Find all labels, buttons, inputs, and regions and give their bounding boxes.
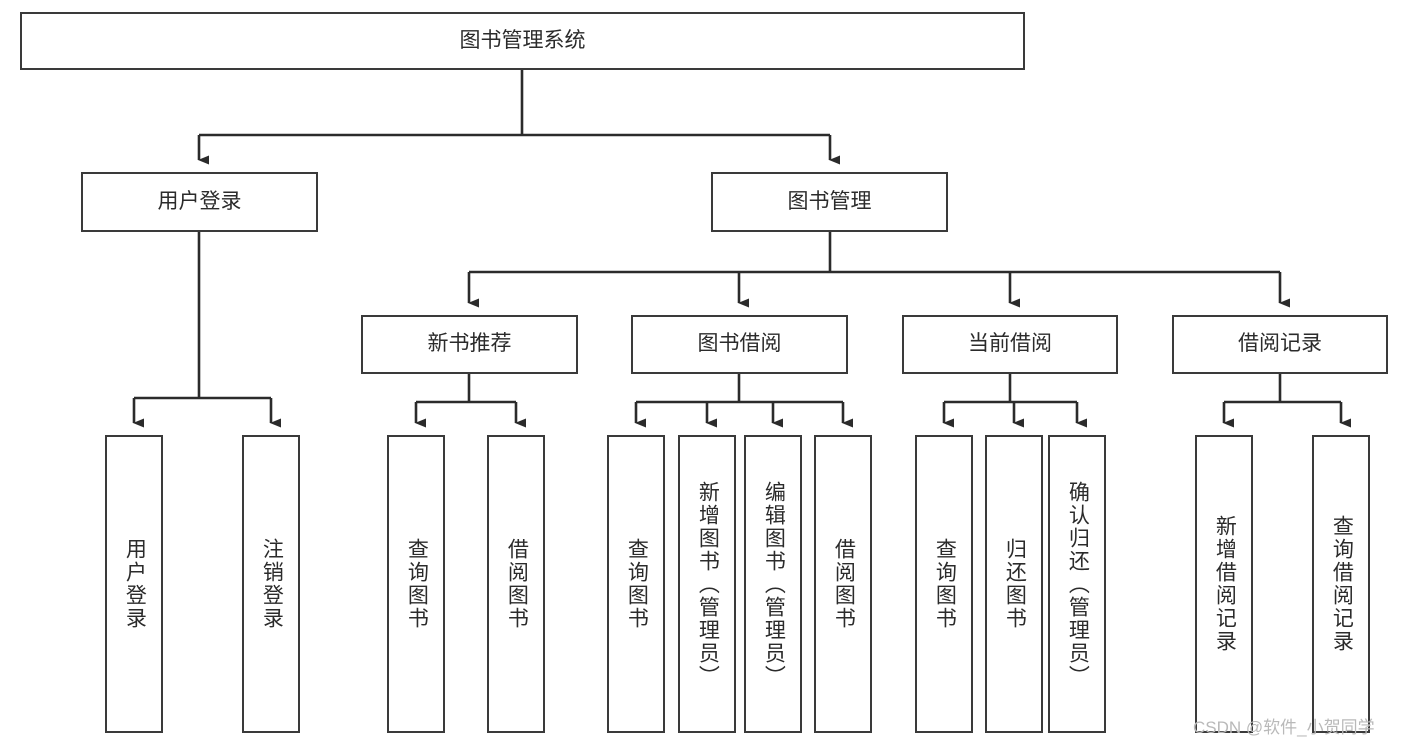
node-user-login[interactable]: 用户登录 bbox=[81, 172, 318, 232]
node-leaf-user-login-label: 用户登录 bbox=[123, 538, 147, 630]
node-book-manage-label: 图书管理 bbox=[787, 189, 872, 213]
node-book-manage[interactable]: 图书管理 bbox=[711, 172, 948, 232]
node-book-borrow-label: 图书借阅 bbox=[697, 332, 782, 356]
node-leaf-query-record-label: 查询借阅记录 bbox=[1330, 515, 1354, 653]
node-book-borrow[interactable]: 图书借阅 bbox=[631, 315, 848, 374]
node-leaf-query-book-2-label: 查询图书 bbox=[625, 538, 649, 630]
node-leaf-add-book-label: 新增图书（管理员） bbox=[696, 480, 720, 688]
node-borrow-record[interactable]: 借阅记录 bbox=[1172, 315, 1388, 374]
node-leaf-add-record[interactable]: 新增借阅记录 bbox=[1195, 435, 1253, 733]
node-leaf-user-login[interactable]: 用户登录 bbox=[105, 435, 163, 733]
node-leaf-logout[interactable]: 注销登录 bbox=[242, 435, 300, 733]
node-leaf-borrow-book-2-label: 借阅图书 bbox=[832, 538, 856, 630]
node-current-borrow-label: 当前借阅 bbox=[968, 332, 1052, 356]
node-leaf-query-record[interactable]: 查询借阅记录 bbox=[1312, 435, 1370, 733]
node-leaf-query-book-1[interactable]: 查询图书 bbox=[387, 435, 445, 733]
node-borrow-record-label: 借阅记录 bbox=[1238, 332, 1322, 356]
node-new-book-rec-label: 新书推荐 bbox=[427, 332, 512, 356]
node-leaf-borrow-book-2[interactable]: 借阅图书 bbox=[814, 435, 872, 733]
node-leaf-return-book[interactable]: 归还图书 bbox=[985, 435, 1043, 733]
node-user-login-label: 用户登录 bbox=[157, 189, 242, 213]
node-leaf-edit-book-label: 编辑图书（管理员） bbox=[762, 480, 786, 688]
node-leaf-add-record-label: 新增借阅记录 bbox=[1213, 515, 1237, 653]
node-leaf-confirm-return-label: 确认归还（管理员） bbox=[1066, 480, 1090, 688]
node-current-borrow[interactable]: 当前借阅 bbox=[902, 315, 1118, 374]
node-leaf-query-book-2[interactable]: 查询图书 bbox=[607, 435, 665, 733]
node-leaf-query-book-3-label: 查询图书 bbox=[933, 538, 957, 630]
node-root[interactable]: 图书管理系统 bbox=[20, 12, 1025, 70]
node-leaf-query-book-3[interactable]: 查询图书 bbox=[915, 435, 973, 733]
node-leaf-return-book-label: 归还图书 bbox=[1003, 538, 1027, 630]
node-new-book-rec[interactable]: 新书推荐 bbox=[361, 315, 578, 374]
node-leaf-edit-book[interactable]: 编辑图书（管理员） bbox=[744, 435, 802, 733]
node-leaf-add-book[interactable]: 新增图书（管理员） bbox=[678, 435, 736, 733]
node-leaf-borrow-book-1[interactable]: 借阅图书 bbox=[487, 435, 545, 733]
node-root-label: 图书管理系统 bbox=[459, 28, 586, 52]
watermark: CSDN @软件_小贺同学 bbox=[1193, 718, 1375, 737]
node-leaf-borrow-book-1-label: 借阅图书 bbox=[505, 538, 529, 630]
node-leaf-confirm-return[interactable]: 确认归还（管理员） bbox=[1048, 435, 1106, 733]
node-leaf-logout-label: 注销登录 bbox=[260, 538, 284, 630]
node-leaf-query-book-1-label: 查询图书 bbox=[405, 538, 429, 630]
